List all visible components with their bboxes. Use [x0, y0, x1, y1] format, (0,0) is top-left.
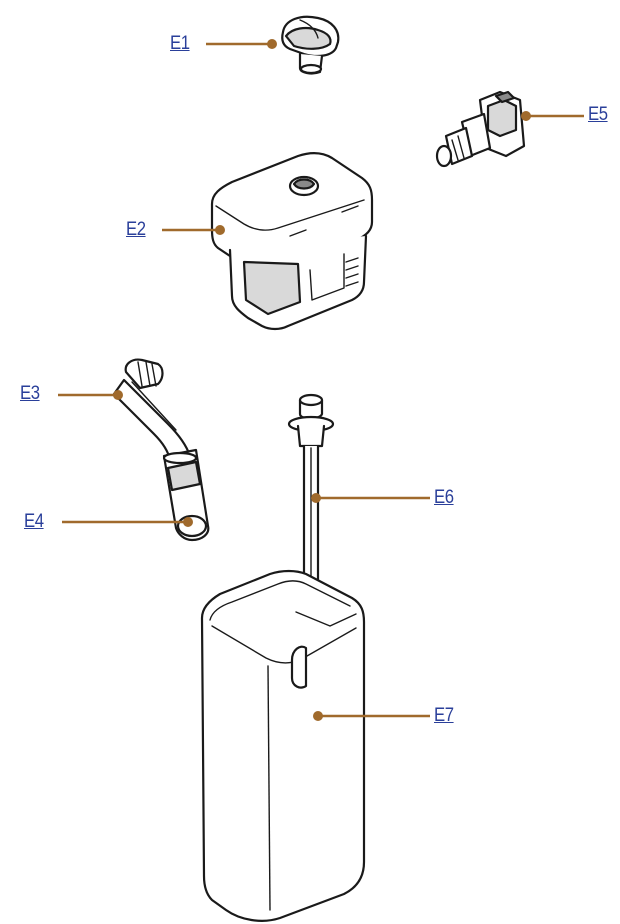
label-e5[interactable]: E5	[588, 104, 608, 125]
part-e2-cover	[210, 152, 374, 331]
label-e4[interactable]: E4	[24, 511, 44, 532]
leader-dot-e2	[215, 225, 225, 235]
label-e7[interactable]: E7	[434, 705, 454, 726]
leader-dot-e1	[267, 39, 277, 49]
part-e7-jug	[200, 569, 366, 922]
leader-dot-e3	[113, 390, 123, 400]
label-e3[interactable]: E3	[20, 383, 40, 404]
label-e1[interactable]: E1	[170, 33, 190, 54]
leader-dot-e4	[183, 517, 193, 527]
leader-dot-e7	[313, 711, 323, 721]
part-e5-connector	[435, 90, 526, 168]
label-e2[interactable]: E2	[126, 219, 146, 240]
part-e1-cap	[281, 15, 340, 75]
leader-dot-e5	[521, 111, 531, 121]
label-e6[interactable]: E6	[434, 487, 454, 508]
leader-dot-e6	[311, 493, 321, 503]
part-e3-e4-tube	[112, 358, 210, 542]
